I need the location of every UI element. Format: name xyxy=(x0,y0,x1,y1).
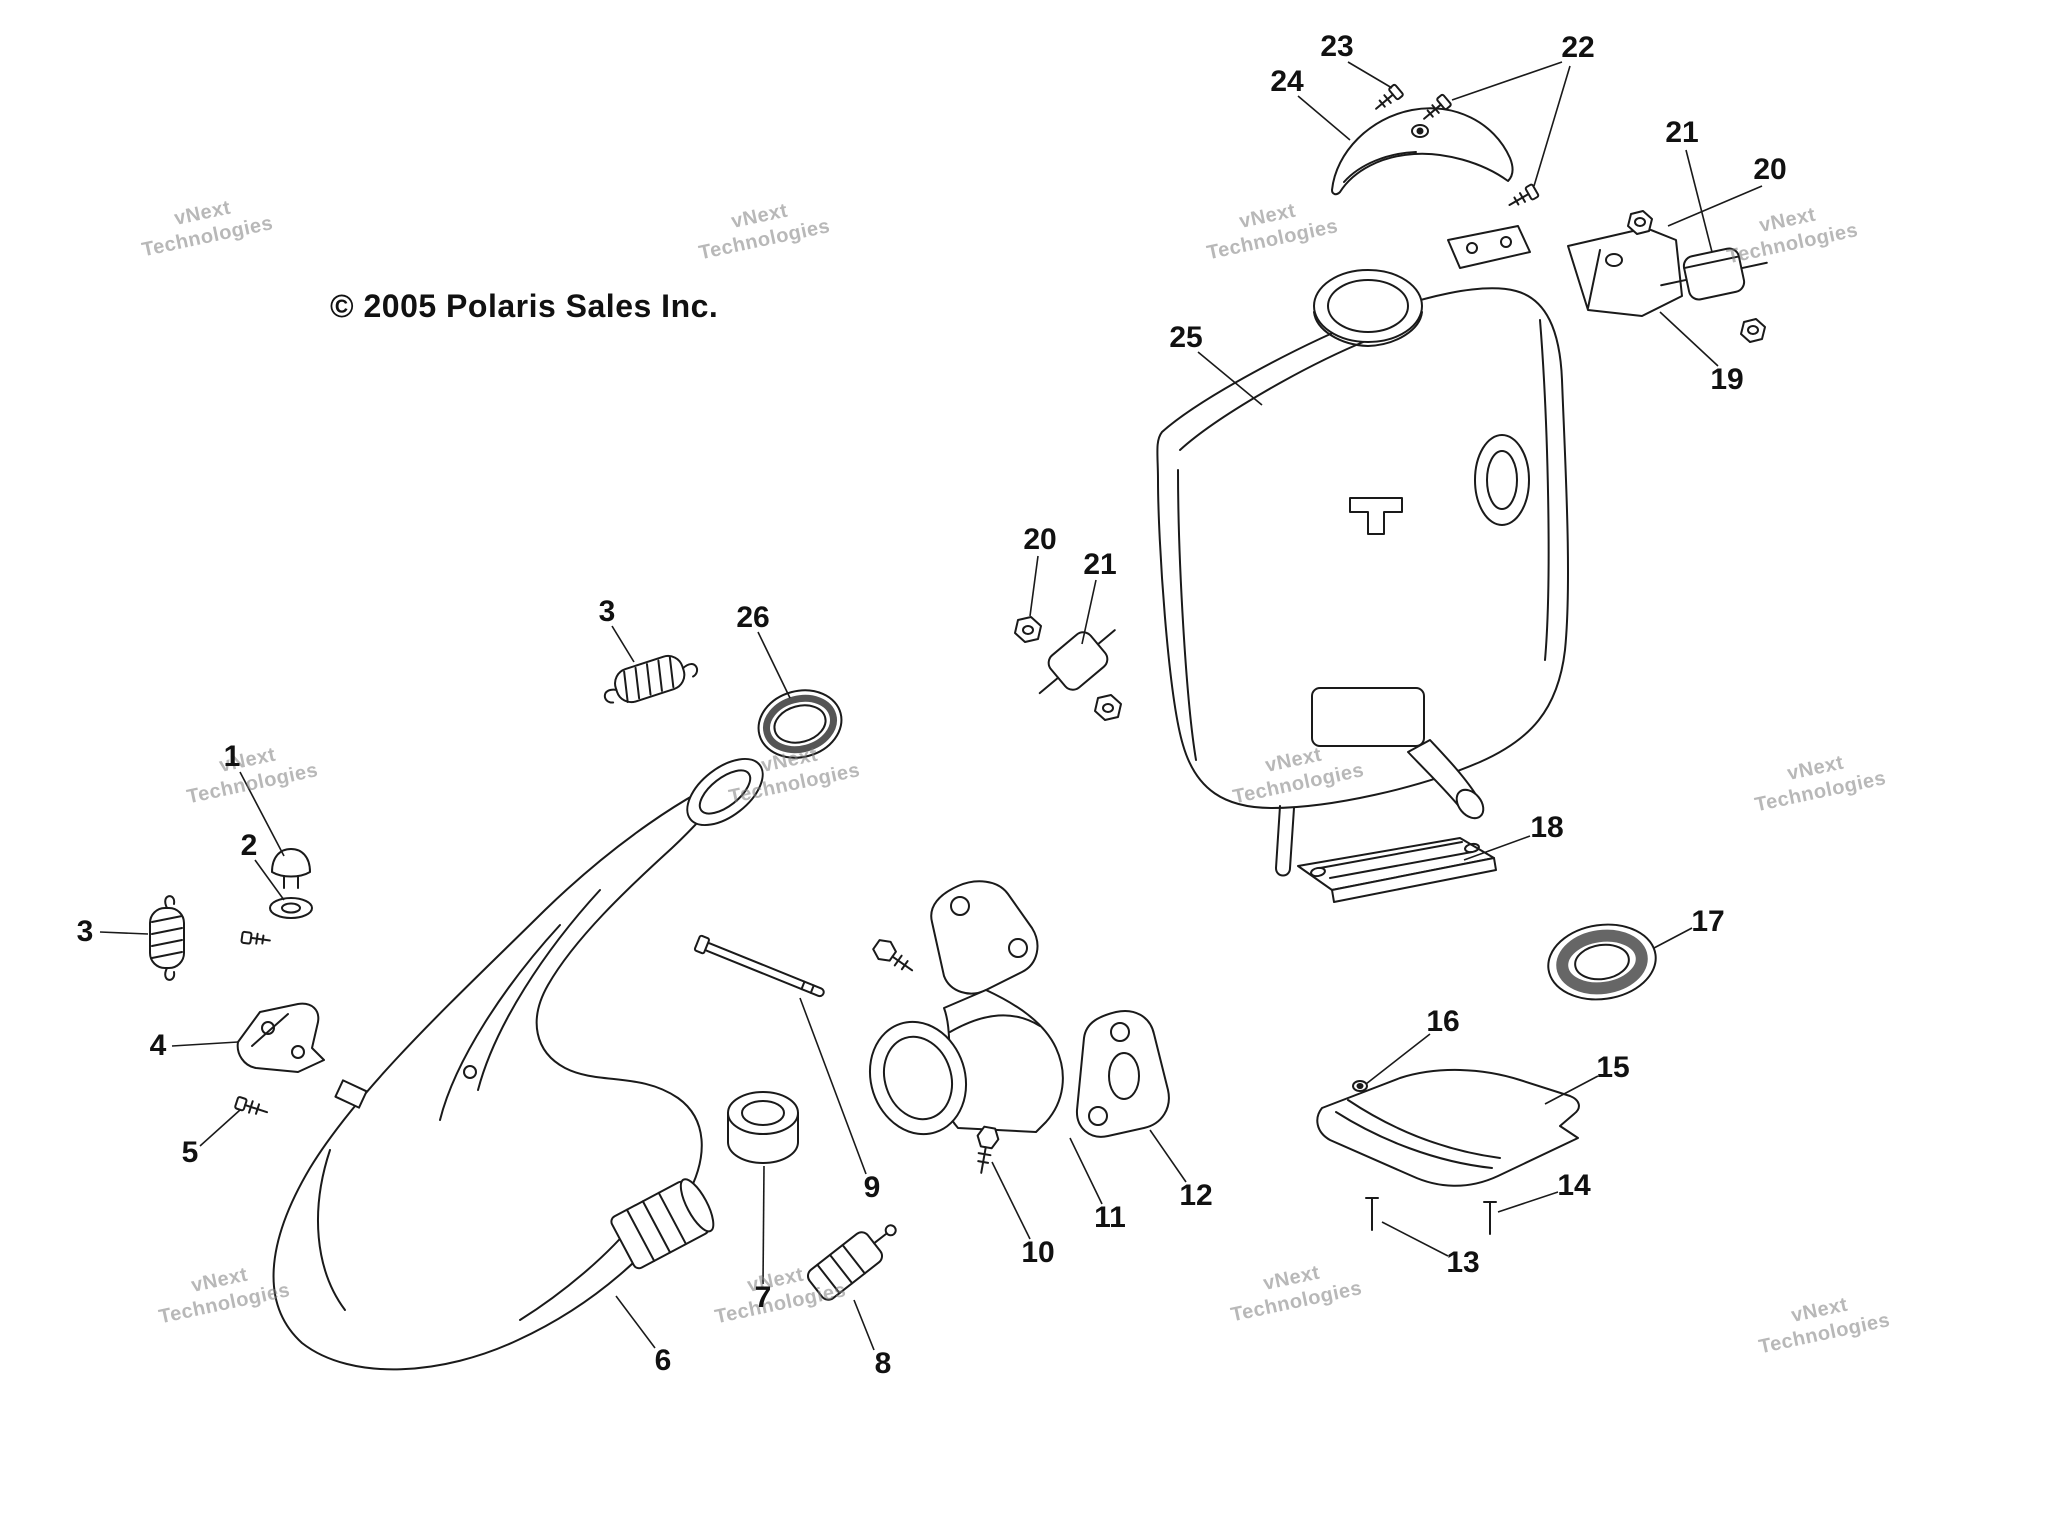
callout-26: 26 xyxy=(736,601,770,634)
callout-14: 14 xyxy=(1557,1169,1591,1202)
callout-2: 2 xyxy=(240,829,258,862)
callout-7: 7 xyxy=(754,1281,772,1314)
part-shield-24 xyxy=(1331,107,1514,196)
part-manifold-11 xyxy=(868,880,1064,1136)
part-nut-20-mid xyxy=(1014,616,1042,643)
callout-16: 16 xyxy=(1426,1005,1460,1038)
callout-17: 17 xyxy=(1691,905,1725,938)
part-pin-13 xyxy=(1365,1197,1379,1231)
part-bolt-10 xyxy=(976,1125,1000,1174)
part-pin-14 xyxy=(1483,1201,1497,1235)
copyright-notice: © 2005 Polaris Sales Inc. xyxy=(330,288,719,324)
leader-line-20 xyxy=(1029,555,1039,617)
callout-12: 12 xyxy=(1179,1179,1213,1212)
leader-line-12 xyxy=(1149,1129,1187,1183)
part-muffler-25 xyxy=(1156,225,1570,877)
callout-3: 3 xyxy=(598,595,616,628)
leader-line-3 xyxy=(99,931,149,935)
leader-line-19 xyxy=(1659,311,1719,367)
part-spring-3-upper xyxy=(603,654,698,704)
part-spring-3-left xyxy=(149,895,185,981)
callout-21: 21 xyxy=(1665,116,1699,149)
leader-line-26 xyxy=(757,631,791,699)
callout-13: 13 xyxy=(1446,1246,1480,1279)
callout-24: 24 xyxy=(1270,65,1304,98)
callout-25: 25 xyxy=(1169,321,1203,354)
leader-line-15 xyxy=(1544,1075,1599,1105)
leader-line-3 xyxy=(611,625,635,663)
part-plug-1 xyxy=(271,848,311,889)
part-tuned-pipe xyxy=(272,757,764,1371)
callout-5: 5 xyxy=(181,1136,199,1169)
part-rivet-16 xyxy=(1352,1080,1368,1092)
part-screw-22b xyxy=(1508,183,1540,206)
part-mount-21-mid xyxy=(1038,629,1116,695)
part-screw-22a xyxy=(1423,93,1452,120)
part-bracket-4 xyxy=(236,1002,325,1073)
leader-line-7 xyxy=(762,1165,765,1285)
part-screw-small xyxy=(240,930,271,945)
leader-line-18 xyxy=(1463,835,1531,861)
callout-9: 9 xyxy=(863,1171,881,1204)
part-screw-23 xyxy=(1375,83,1404,110)
leader-line-21 xyxy=(1685,149,1713,253)
callout-15: 15 xyxy=(1596,1051,1630,1084)
callout-18: 18 xyxy=(1530,811,1564,844)
leader-line-9 xyxy=(799,997,867,1175)
part-gasket-12 xyxy=(1075,1010,1170,1138)
leader-line-2 xyxy=(254,859,285,901)
leader-line-25 xyxy=(1197,351,1263,406)
part-ring-17 xyxy=(1547,923,1657,1001)
leader-line-21 xyxy=(1081,579,1097,645)
leader-line-24 xyxy=(1297,95,1351,141)
part-seal-26 xyxy=(757,689,843,759)
callout-10: 10 xyxy=(1021,1236,1055,1269)
leader-line-22 xyxy=(1451,61,1563,101)
part-washer-2 xyxy=(269,897,313,919)
callout-20: 20 xyxy=(1753,153,1787,186)
callout-20: 20 xyxy=(1023,523,1057,556)
leader-line-8 xyxy=(853,1299,875,1351)
part-resonator-8 xyxy=(806,1224,897,1301)
callout-22: 22 xyxy=(1561,31,1595,64)
part-heatshield-15 xyxy=(1316,1069,1580,1187)
part-nut-20-mid2 xyxy=(1094,694,1122,721)
callout-23: 23 xyxy=(1320,30,1354,63)
part-stud-9 xyxy=(693,934,825,998)
part-mount-21-top xyxy=(1660,247,1768,301)
leader-line-16 xyxy=(1365,1033,1431,1085)
callout-3: 3 xyxy=(76,915,94,948)
leader-line-4 xyxy=(171,1041,239,1047)
part-plate-18 xyxy=(1297,837,1497,903)
callout-1: 1 xyxy=(223,740,241,773)
callout-11: 11 xyxy=(1094,1201,1126,1234)
leader-line-11 xyxy=(1069,1137,1103,1205)
leader-line-1 xyxy=(239,771,285,857)
callout-4: 4 xyxy=(149,1029,167,1062)
part-bolt-flange xyxy=(872,939,914,972)
callout-8: 8 xyxy=(874,1347,892,1380)
part-nut-20-top xyxy=(1627,210,1653,235)
part-screw-5 xyxy=(234,1096,269,1115)
callout-19: 19 xyxy=(1710,363,1744,396)
leader-line-20 xyxy=(1667,185,1763,227)
leader-line-6 xyxy=(615,1295,656,1349)
leader-line-17 xyxy=(1653,927,1693,949)
part-bracket-19 xyxy=(1567,227,1683,317)
leader-line-5 xyxy=(199,1109,241,1147)
leader-line-23 xyxy=(1347,61,1393,89)
callout-21: 21 xyxy=(1083,548,1117,581)
leader-line-13 xyxy=(1381,1221,1449,1257)
leader-lines xyxy=(99,61,1763,1351)
leader-line-22 xyxy=(1533,65,1571,187)
part-seal-7 xyxy=(727,1091,799,1164)
callout-6: 6 xyxy=(654,1344,672,1377)
part-nut-20-top2 xyxy=(1740,318,1766,343)
leader-line-14 xyxy=(1497,1191,1559,1213)
leader-line-10 xyxy=(991,1161,1031,1240)
